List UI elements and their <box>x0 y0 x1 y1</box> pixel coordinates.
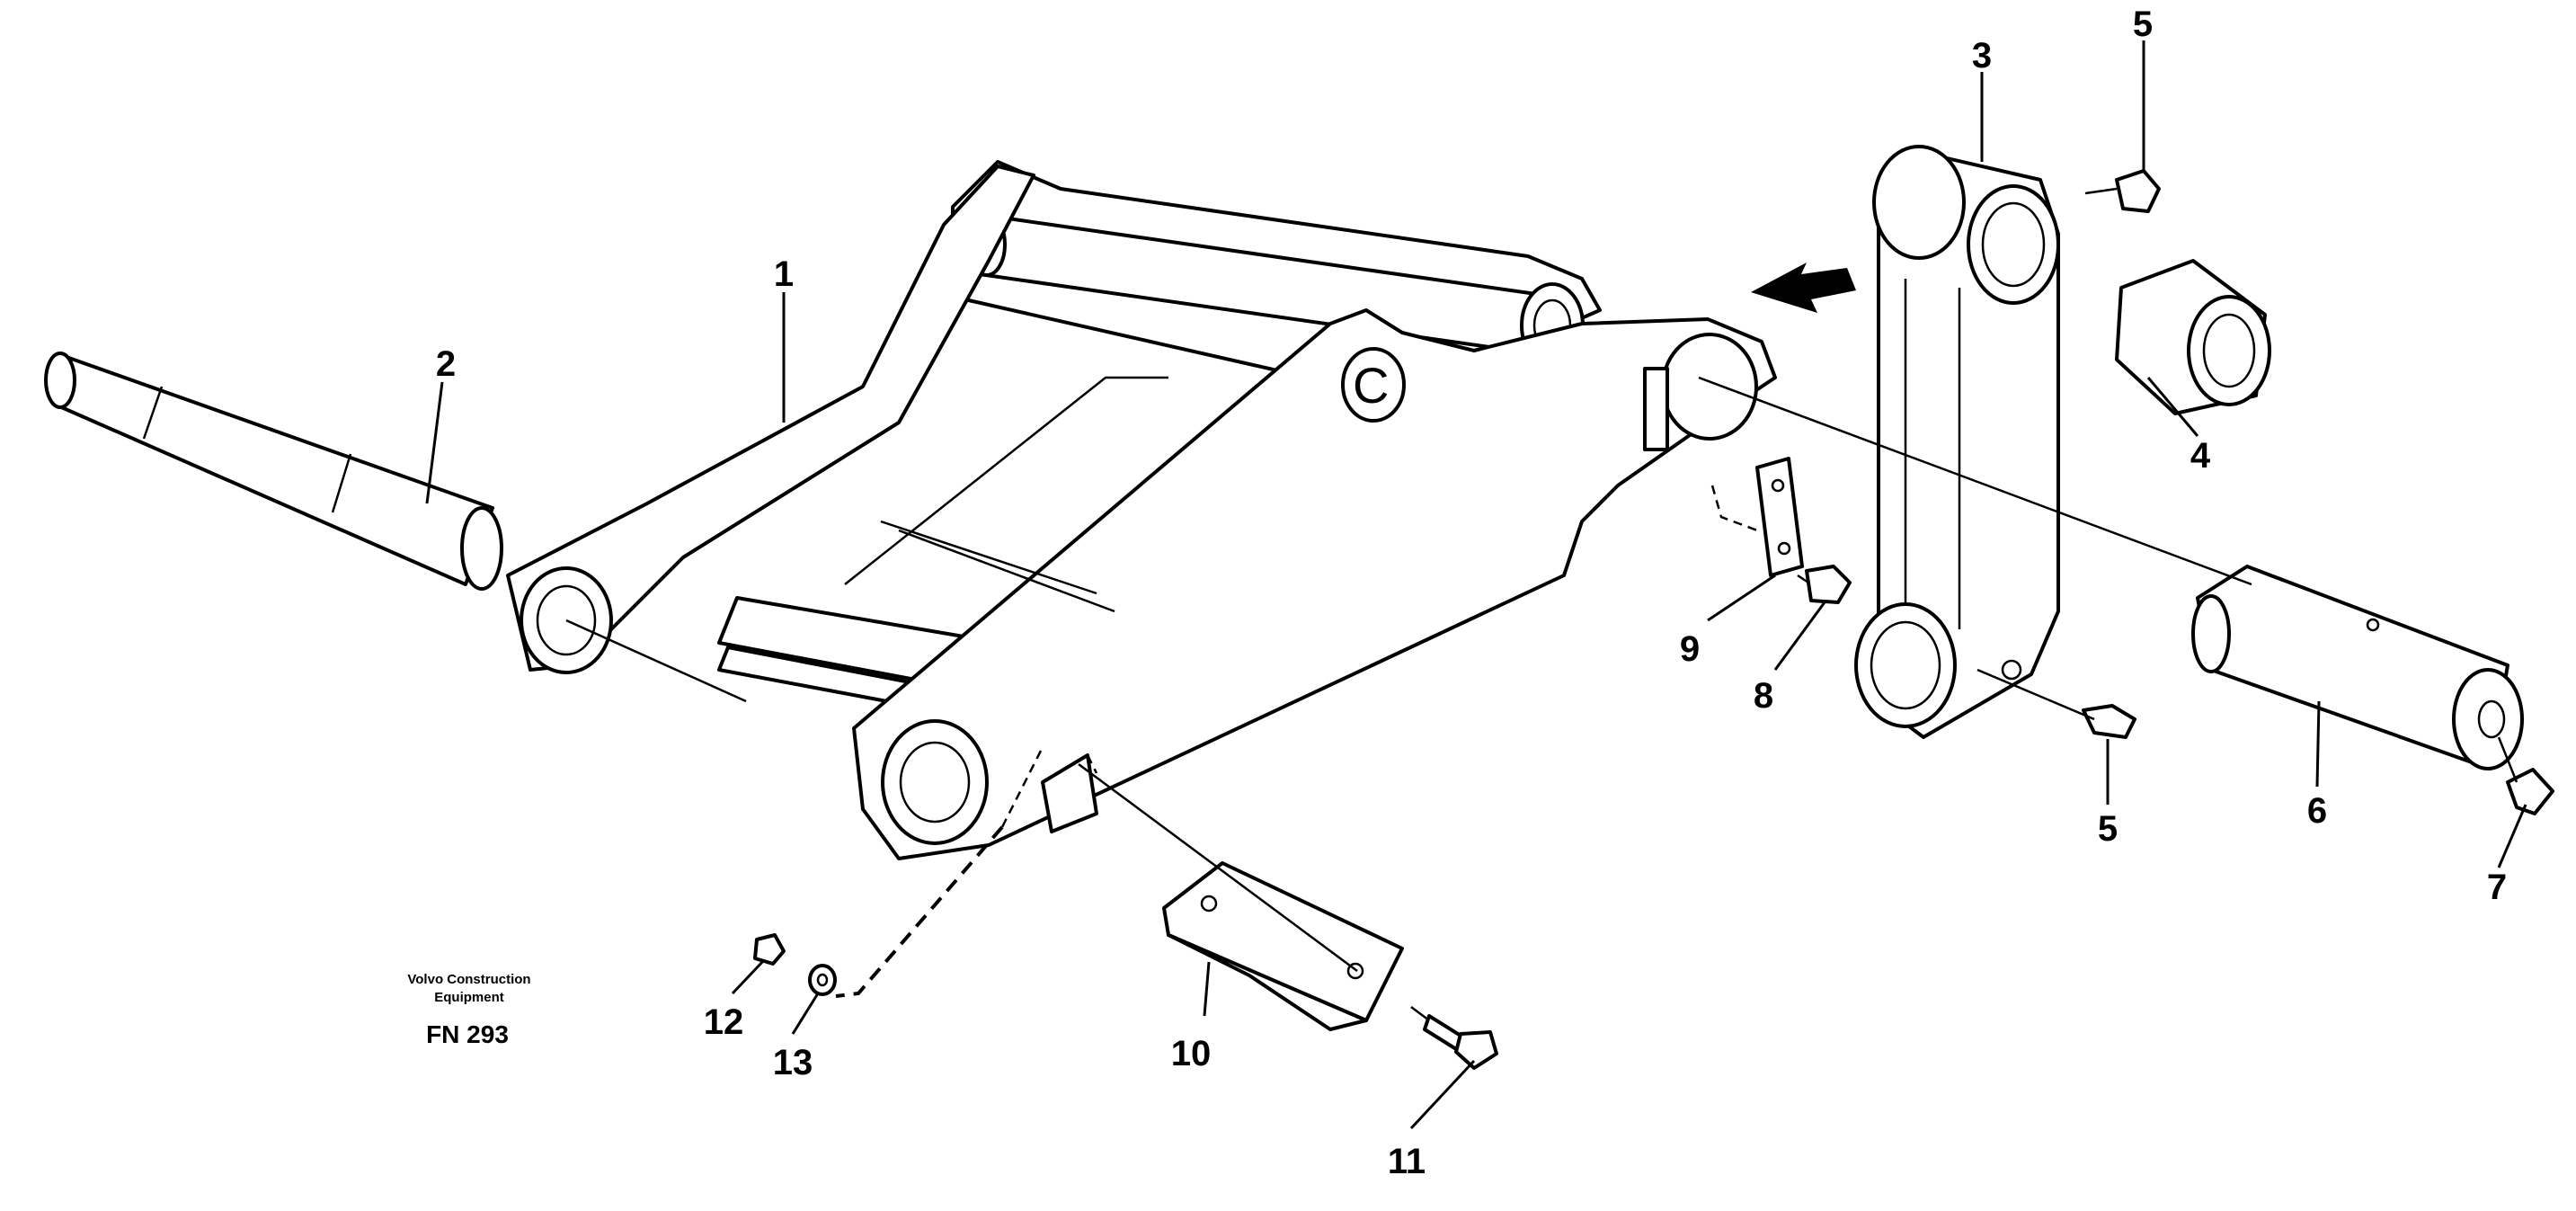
callout-1: 1 <box>774 254 794 294</box>
callout-4: 4 <box>2190 436 2211 476</box>
callout-7: 7 <box>2487 868 2507 907</box>
callout-13: 13 <box>773 1043 813 1082</box>
callout-8: 8 <box>1754 676 1773 716</box>
caption-manufacturer-line2: Equipment <box>434 990 504 1005</box>
assembly-lines <box>565 187 2518 1021</box>
callout-10: 10 <box>1171 1034 1212 1073</box>
part-10-wear-plate <box>1162 861 1404 1031</box>
callouts: 1 2 3 4 5 5 6 7 8 9 10 11 12 13 <box>436 4 2507 1181</box>
part-4-bushing <box>2115 259 2271 415</box>
part-1-frame: C <box>506 160 1777 860</box>
callout-5-top: 5 <box>2133 4 2153 44</box>
leader-lines <box>425 40 2527 1130</box>
figure-caption: Volvo Construction Equipment FN 293 <box>407 972 530 1048</box>
part-13-washer <box>808 964 837 996</box>
part-7-plug <box>2506 768 2554 815</box>
callout-2: 2 <box>436 344 456 384</box>
callout-11: 11 <box>1388 1142 1426 1181</box>
part-2-long-pin <box>44 352 503 591</box>
callout-9: 9 <box>1680 629 1700 669</box>
part-3-link-arm <box>1854 145 2060 739</box>
part-6-short-pin <box>2191 565 2524 770</box>
callout-5-bottom: 5 <box>2098 809 2118 849</box>
part-11-bolt <box>1423 1014 1498 1070</box>
part-8-bolt <box>1805 565 1852 604</box>
caption-figure-code: FN 293 <box>426 1020 509 1048</box>
part-5-grease-nipple-top <box>2115 169 2161 213</box>
part-12-nut <box>753 933 786 966</box>
callout-6: 6 <box>2307 791 2327 831</box>
part-9-plate <box>1755 457 1804 577</box>
callout-12: 12 <box>704 1002 744 1042</box>
hub-c-mark: C <box>1353 357 1389 414</box>
caption-manufacturer: Volvo Construction <box>407 972 530 987</box>
part-5-grease-nipple-bottom <box>2082 704 2136 739</box>
callout-3: 3 <box>1972 36 1992 76</box>
arrow-left-icon <box>1751 263 1856 313</box>
